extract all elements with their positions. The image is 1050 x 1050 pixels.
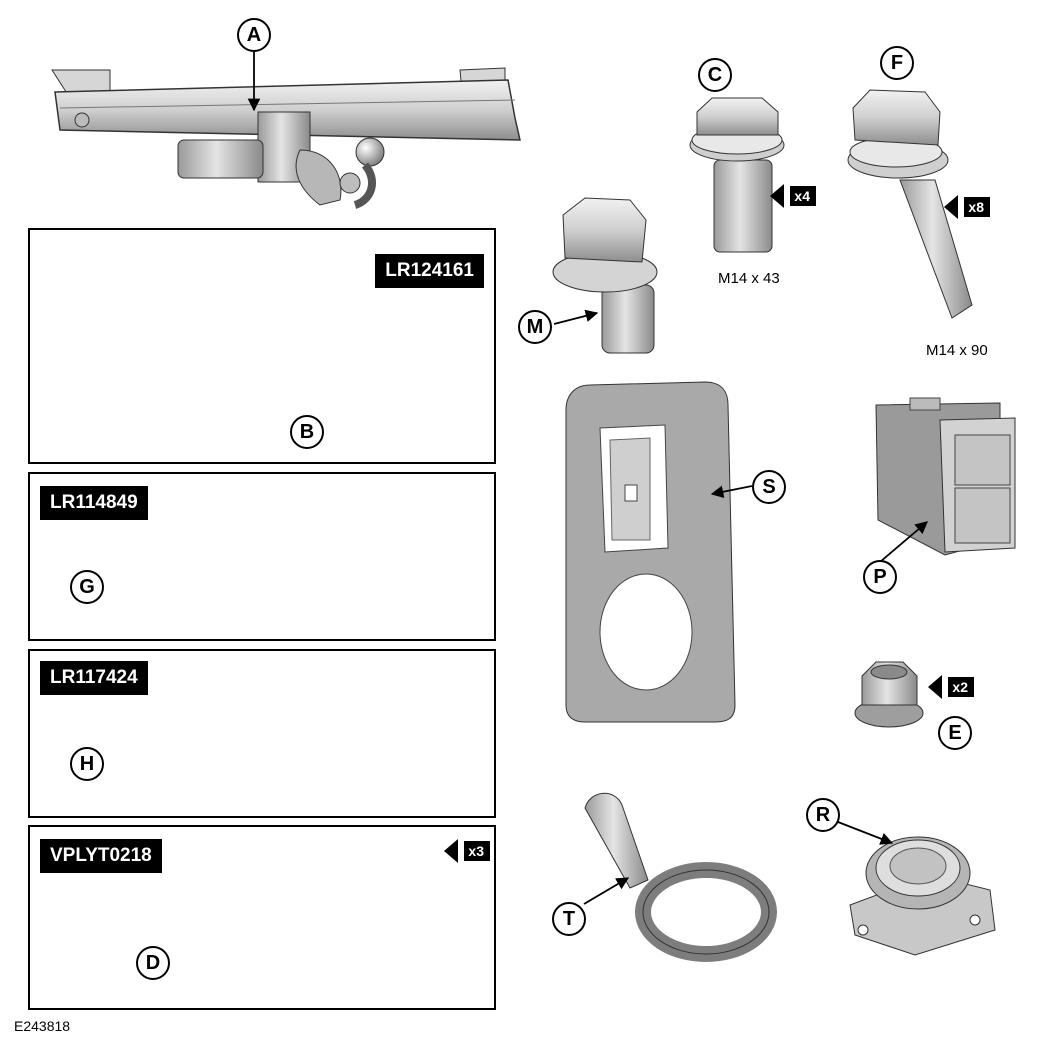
part-number-label: LR117424 [40,661,148,695]
tow-eye-drawing [584,792,777,962]
callout-a: A [237,18,271,52]
callout-t: T [552,902,586,936]
bumper-cover-panel-1: LR114849 [28,472,496,641]
callout-g: G [70,570,104,604]
quantity-arrow-icon [928,675,942,699]
quantity-tag-module-nut: x3 [444,839,490,863]
wiring-harness-panel: LR124161 [28,228,496,464]
size-label-c: M14 x 43 [718,270,780,287]
bumper-cover-panel-2: LR117424 [28,649,496,818]
callout-d: D [136,946,170,980]
quantity-arrow-icon [770,184,784,208]
nut-e-drawing [854,661,924,728]
sensor-bracket-drawing [849,836,996,956]
callout-p: P [863,560,897,594]
callout-b: B [290,415,324,449]
quantity-arrow-icon [944,195,958,219]
callout-c: C [698,58,732,92]
quantity-tag-e: x2 [928,675,974,699]
callout-r: R [806,798,840,832]
callout-m: M [518,310,552,344]
figure-reference: E243818 [14,1018,71,1034]
size-label-f: M14 x 90 [926,342,988,359]
switch-drawing [875,397,1016,556]
callout-e: E [938,716,972,750]
part-number-label: LR114849 [40,486,148,520]
bolt-c-drawing [689,97,785,253]
quantity-tag-f: x8 [944,195,990,219]
switch-bezel-drawing [565,381,736,723]
bolt-m-drawing [552,197,658,354]
part-number-label: VPLYT0218 [40,839,162,873]
callout-s: S [752,470,786,504]
tow-bar-drawing [51,67,521,209]
callout-f: F [880,46,914,80]
quantity-arrow-icon [444,839,458,863]
callout-h: H [70,747,104,781]
quantity-tag-c: x4 [770,184,816,208]
part-number-label: LR124161 [375,254,484,288]
bolt-f-drawing [847,89,973,319]
control-module-panel: VPLYT0218 [28,825,496,1010]
